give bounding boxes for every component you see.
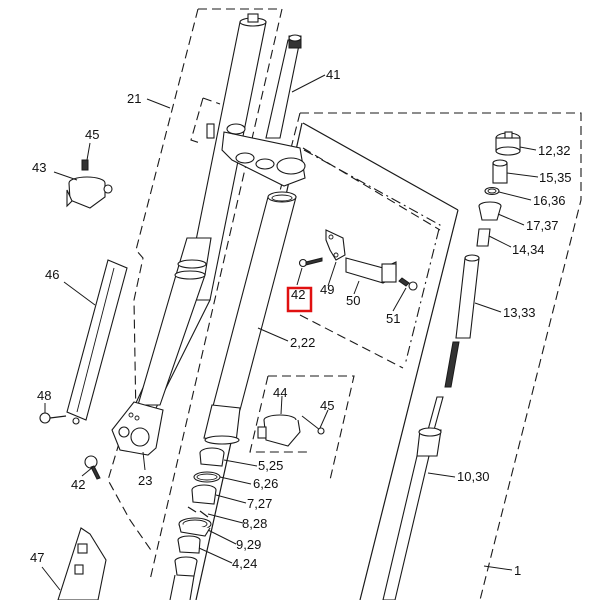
callout-15-35[interactable]: 15,35 [539, 170, 572, 185]
washer-16-36 [484, 186, 500, 196]
callout-47[interactable]: 47 [30, 550, 44, 565]
callout-10-30[interactable]: 10,30 [457, 469, 490, 484]
callout-51[interactable]: 51 [386, 311, 400, 326]
callout-9-29[interactable]: 9,29 [236, 537, 261, 552]
leader-2-22 [257, 327, 289, 342]
leader-1 [483, 565, 513, 571]
guard-47 [57, 527, 107, 600]
callout-42[interactable]: 42 [71, 477, 85, 492]
left-outer-tube [137, 259, 207, 406]
group-boundary-bracket-inner [299, 147, 441, 369]
steering-stem-41 [265, 34, 302, 139]
callout-23[interactable]: 23 [138, 473, 152, 488]
leader-13-33 [474, 302, 502, 313]
callout-45-lower[interactable]: 45 [320, 398, 334, 413]
leader-45b [319, 409, 329, 429]
inner-tube-lower-end [169, 556, 198, 600]
leader-49 [327, 261, 337, 287]
collar-17-37 [478, 201, 502, 221]
bracket-49 [325, 229, 346, 261]
callout-46[interactable]: 46 [45, 267, 59, 282]
leader-42b [296, 267, 303, 286]
leader-44 [280, 395, 283, 415]
callout-16-36[interactable]: 16,36 [533, 193, 566, 208]
leader-23 [142, 451, 146, 471]
callout-44[interactable]: 44 [273, 385, 287, 400]
leader-51 [392, 287, 407, 312]
group-boundary-clamp-44 [249, 375, 355, 481]
leader-42a [81, 466, 94, 477]
lower-bracket [206, 123, 306, 187]
callout-7-27[interactable]: 7,27 [247, 496, 272, 511]
callout-14-34[interactable]: 14,34 [512, 242, 545, 257]
callout-49[interactable]: 49 [320, 282, 334, 297]
callout-50[interactable]: 50 [346, 293, 360, 308]
callout-21[interactable]: 21 [127, 91, 141, 106]
holder-50 [345, 257, 397, 284]
dust-seal-4-24 [177, 535, 201, 554]
callout-17-37[interactable]: 17,37 [526, 218, 559, 233]
callout-12-32[interactable]: 12,32 [538, 143, 571, 158]
callout-5-25[interactable]: 5,25 [258, 458, 283, 473]
group-boundary-steering [190, 97, 221, 144]
leader-17-37 [497, 213, 525, 226]
bolt-51 [398, 277, 418, 291]
nut-14-34 [476, 228, 491, 247]
leader-8-28 [207, 513, 244, 524]
leader-47 [41, 566, 61, 591]
leader-41 [291, 74, 326, 93]
callout-41[interactable]: 41 [326, 67, 340, 82]
leader-46 [63, 281, 96, 306]
oil-seal-9-29 [178, 517, 212, 537]
washer-6-26 [193, 471, 221, 483]
cap-bolt-12-32 [495, 131, 521, 156]
leader-50 [353, 280, 360, 295]
callout-2-22[interactable]: 2,22 [290, 335, 315, 350]
bolt-42-lower [84, 455, 101, 480]
plate-46 [66, 259, 128, 425]
leader-45a [86, 142, 91, 161]
highlight-box [286, 286, 313, 313]
leader-12-32 [519, 146, 537, 151]
leader-6-26 [219, 476, 252, 485]
leader-10-30 [427, 472, 456, 478]
leader-9-29 [207, 529, 237, 545]
callout-45[interactable]: 45 [85, 127, 99, 142]
callout-42-highlighted[interactable]: 42 [291, 287, 305, 302]
clamp-43 [66, 159, 113, 209]
callout-43[interactable]: 43 [32, 160, 46, 175]
group-boundary-right-fork [300, 112, 582, 600]
group-boundary-bracket [303, 149, 441, 366]
spacer-15-35 [492, 159, 508, 184]
leader-43 [53, 171, 78, 181]
clamp-44 [257, 414, 325, 447]
leader-7-27 [215, 494, 247, 504]
bolt-42-upper [298, 257, 323, 268]
leader-16-36 [498, 191, 532, 201]
leader-5-25 [223, 459, 258, 467]
right-outer-tube-2-22 [203, 191, 297, 445]
axle-bracket-23 [111, 401, 164, 456]
leader-21 [146, 98, 171, 109]
bushing-5-25 [199, 447, 225, 467]
callout-4-24[interactable]: 4,24 [232, 556, 257, 571]
leader-4-24 [198, 547, 233, 564]
bushing-7-27 [191, 484, 217, 505]
callout-1[interactable]: 1 [514, 563, 521, 578]
callout-8-28[interactable]: 8,28 [242, 516, 267, 531]
bolt-48 [39, 412, 67, 424]
leader-14-34 [488, 235, 512, 248]
damper-rod-10-30 [382, 396, 444, 600]
callout-6-26[interactable]: 6,26 [253, 476, 278, 491]
rod-13-33 [444, 254, 480, 388]
clip-8-28 [187, 506, 209, 518]
callout-13-33[interactable]: 13,33 [503, 305, 536, 320]
leader-15-35 [506, 172, 539, 178]
callout-48[interactable]: 48 [37, 388, 51, 403]
